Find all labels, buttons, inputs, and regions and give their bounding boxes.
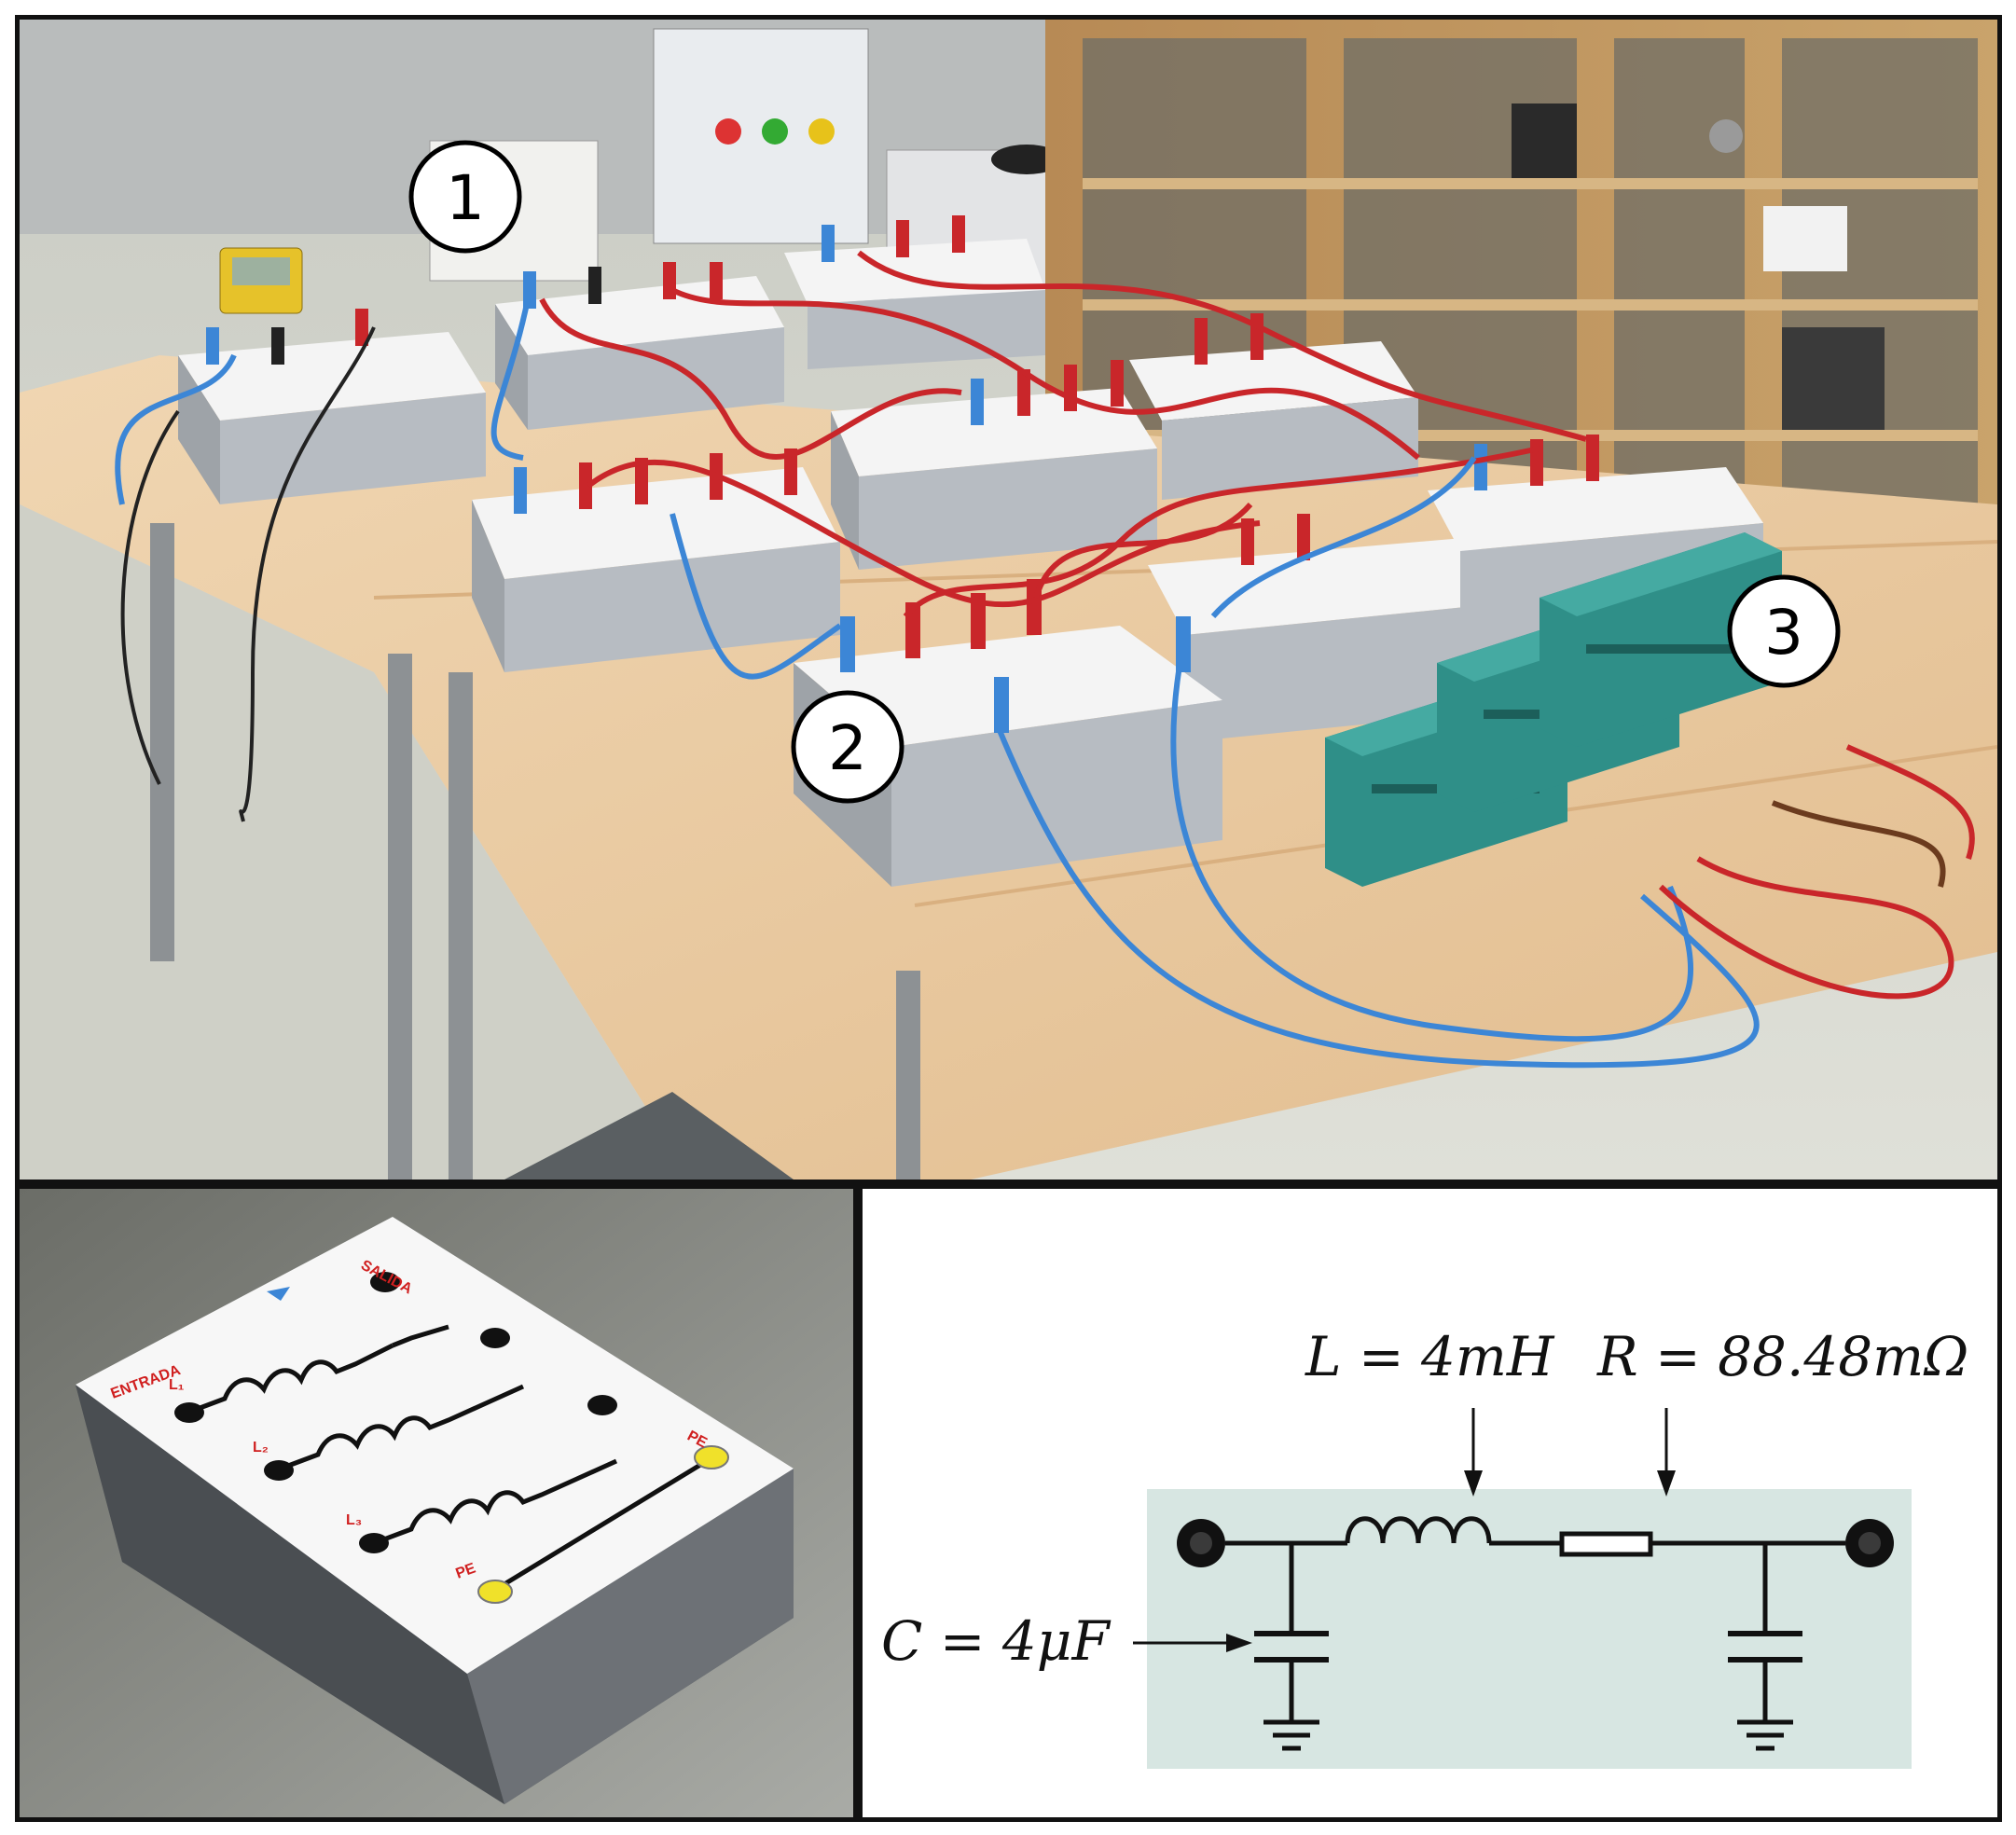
inductor-symbol bbox=[1345, 1516, 1492, 1544]
line-module bbox=[831, 388, 1157, 570]
module-top-panel bbox=[76, 1217, 794, 1674]
inductance-label: L = 4mH bbox=[1305, 1325, 1555, 1388]
table-leg bbox=[896, 971, 920, 1180]
module-closeup-photo: ENTRADA SALIDA L₁ L₂ L₃ PE PE bbox=[15, 1184, 858, 1822]
callout-2: 2 bbox=[791, 690, 904, 804]
capacitance-label: C = 4μF bbox=[881, 1609, 1111, 1673]
l3-label: L₃ bbox=[346, 1512, 362, 1528]
circuit-diagram-panel: L = 4mH R = 88.48mΩ C = 4μF bbox=[858, 1184, 2002, 1822]
l2-label: L₂ bbox=[253, 1440, 269, 1456]
line-module bbox=[178, 332, 486, 504]
pe-bottom-label: PE bbox=[454, 1560, 478, 1581]
indicator-light-icon bbox=[762, 118, 788, 145]
terminal-sockets bbox=[174, 1272, 617, 1553]
resistor-symbol bbox=[1559, 1531, 1653, 1557]
callout-3: 3 bbox=[1727, 574, 1841, 688]
cable-bundle bbox=[115, 250, 1975, 1069]
control-panel bbox=[653, 28, 869, 244]
svg-text:2: 2 bbox=[828, 712, 867, 784]
indicator-light-icon bbox=[808, 118, 835, 145]
lab-setup-illustration: 1 2 3 bbox=[20, 20, 1997, 1180]
pe-terminal bbox=[477, 1580, 513, 1604]
table-leg bbox=[150, 523, 174, 961]
rheostat-load bbox=[1540, 532, 1782, 747]
resistance-label: R = 88.48mΩ bbox=[1596, 1325, 1968, 1388]
table-leg bbox=[388, 654, 412, 1180]
line-module bbox=[472, 467, 840, 672]
table-leg bbox=[449, 672, 473, 1180]
svg-text:3: 3 bbox=[1764, 597, 1803, 669]
pe-terminal bbox=[694, 1445, 729, 1469]
pi-circuit-diagram: L = 4mH R = 88.48mΩ C = 4μF bbox=[881, 1325, 1968, 1769]
l1-label: L₁ bbox=[169, 1377, 185, 1393]
lab-setup-photo: 1 2 3 bbox=[15, 15, 2002, 1184]
indicator-light-icon bbox=[715, 118, 741, 145]
module-closeup-illustration: ENTRADA SALIDA L₁ L₂ L₃ PE PE bbox=[20, 1189, 853, 1817]
callout-1: 1 bbox=[408, 140, 522, 254]
diagram-background bbox=[1147, 1489, 1912, 1769]
printed-circuit bbox=[186, 1324, 711, 1593]
logo-icon bbox=[267, 1287, 290, 1301]
svg-text:1: 1 bbox=[446, 162, 485, 234]
